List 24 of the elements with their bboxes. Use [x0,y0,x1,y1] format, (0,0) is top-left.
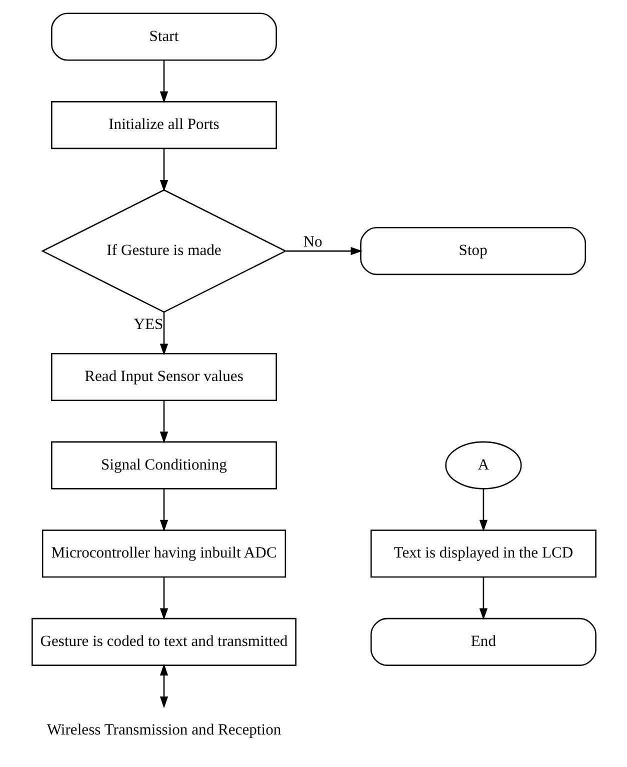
arrow [285,246,362,256]
arrow [159,400,168,444]
arrow [159,60,168,104]
arrow [159,577,168,620]
edge-label: No [302,234,322,251]
node-box: Initialize all Ports [50,101,276,150]
node-box: End [370,618,596,666]
node-text: Wireless Transmission and Reception [46,721,281,738]
edge-label: YES [133,316,163,333]
arrow [159,149,168,192]
node-box: Signal Conditioning [50,441,276,490]
arrow [159,664,168,708]
node-box: Stop [360,227,586,276]
node-box: Gesture is coded to text and transmitted [31,618,296,666]
node-ellipse: A [444,441,522,490]
node-box: Start [50,12,276,61]
arrow [159,312,168,356]
arrow [478,489,488,532]
node-box: Microcontroller having inbuilt ADC [41,530,286,578]
node-box: Read Input Sensor values [50,352,276,402]
arrow [478,577,488,620]
node-box: Text is displayed in the LCD [370,530,596,578]
arrow [159,489,168,532]
node-diamond: If Gesture is made [40,189,286,313]
